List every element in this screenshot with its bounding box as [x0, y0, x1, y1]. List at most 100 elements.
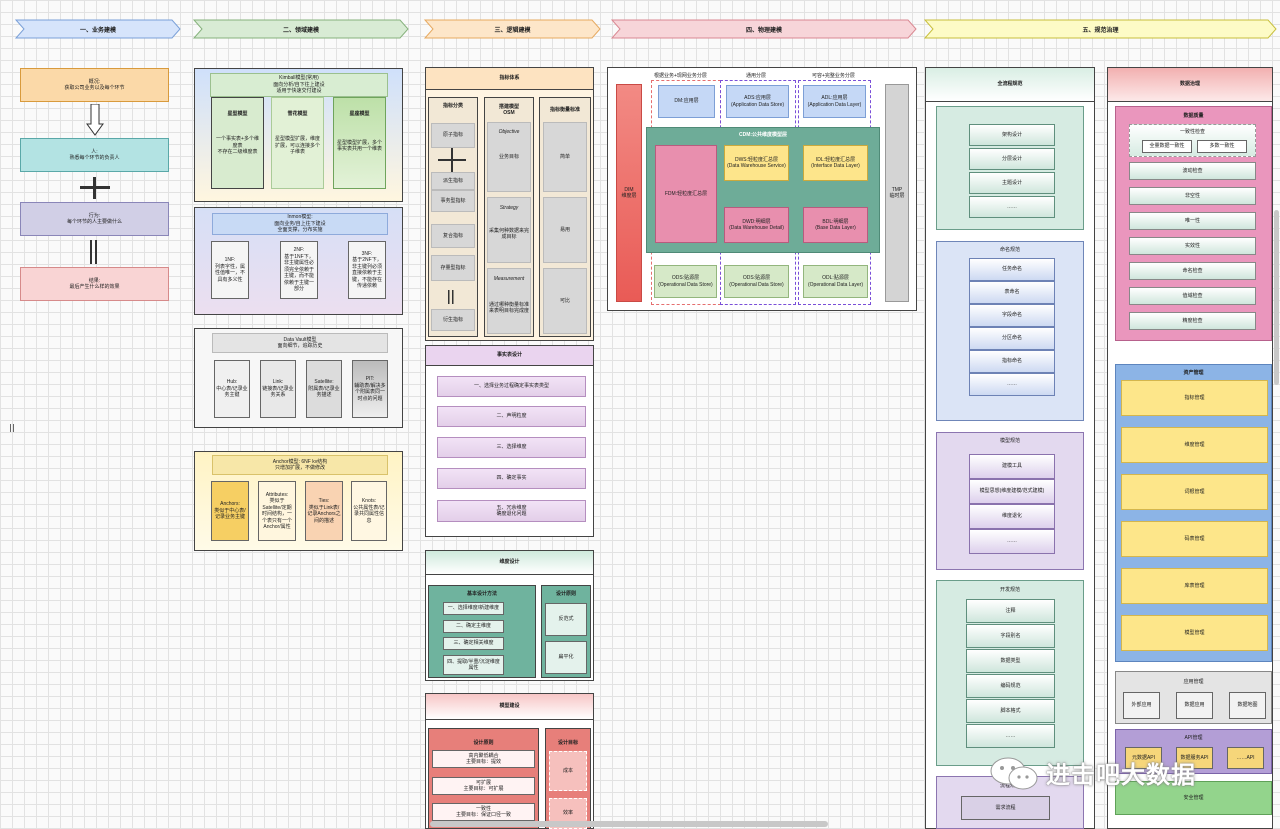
- dm-layer: DM:应用层: [658, 85, 715, 118]
- stock-metric: 存量型指标: [431, 255, 475, 281]
- biz-overview: 概况: 获取公司业务以及每个环节: [20, 68, 169, 102]
- alist-item: 词根管理: [1121, 474, 1268, 510]
- watermark-text: 进击吧大数据: [1046, 762, 1196, 789]
- security-management: 安全管理: [1115, 781, 1272, 815]
- horizontal-scrollbar[interactable]: [430, 821, 828, 827]
- g1-item: 架构设计: [969, 124, 1055, 146]
- g2-item: 表命名: [969, 281, 1055, 304]
- ods-layer-1: ODS:贴源层 (Operational Data Store): [654, 265, 717, 298]
- anchor-attributes: Attributes: 类似于Satellite/定期时间结构，一个表只有一个A…: [258, 481, 296, 541]
- composite-metric: 复合指标: [431, 224, 475, 248]
- dim-step-4: 四、提取/半重/沉淀维度属性: [443, 655, 504, 675]
- ads-layer: ADS:应用层 (Application Data Store): [726, 85, 789, 118]
- odl-layer: ODL:贴源层 (Operational Data Layer): [803, 265, 868, 298]
- alist-item: 模型管理: [1121, 615, 1268, 651]
- qlist-item: 值域检查: [1129, 287, 1256, 305]
- inmon-2nf: 2NF: 基于1NF下，非主键属性必须完全依赖于主键，而不能依赖于主键一部分: [280, 241, 318, 299]
- naming-title: 命名规范: [999, 246, 1020, 253]
- snow-model-label: 雪花模型: [287, 110, 308, 117]
- metric-col3-title: 指标衡量标准: [549, 106, 580, 113]
- g2-item: 任务命名: [969, 258, 1055, 281]
- dim-step-3: 三、确定相关维度: [443, 637, 504, 650]
- strategy-desc: 采集何种数据来完成目标: [488, 227, 529, 241]
- objective-desc: 业务目标: [498, 153, 519, 160]
- qlist-item: 波动检查: [1129, 162, 1256, 180]
- qlist-item: 唯一性: [1129, 212, 1256, 230]
- header-logic: 三、逻辑建模: [494, 27, 531, 34]
- model-goal-title: 设计目标: [557, 739, 578, 746]
- g2-item: ……: [969, 373, 1055, 396]
- idl-layer: IDL:轻粒度汇总层 (Interface Data Layer): [803, 145, 868, 181]
- datavault-title: Data Vault模型 面向细节，追踪历史: [212, 333, 388, 353]
- g2-item: 字段命名: [969, 304, 1055, 327]
- kimball-title: Kimball模型(常用) 面向分析/自下往上建设 适用于快速交付建设: [210, 73, 388, 97]
- vertical-scrollbar[interactable]: [1274, 210, 1279, 385]
- alist-item: 维度管理: [1121, 427, 1268, 463]
- principle-consistency: 一致性 主要目标：保证口径一致: [432, 803, 535, 821]
- g4-item: 脚本格式: [966, 699, 1055, 723]
- model-title: 模型建设: [426, 694, 593, 720]
- fdm-layer: FDM:轻粒度汇总层: [655, 145, 717, 243]
- down-arrow-icon: [86, 104, 104, 136]
- g4-item: 编码规范: [966, 674, 1055, 698]
- qlist-item: 精度检查: [1129, 312, 1256, 330]
- criteria-comparable: 可比: [543, 268, 587, 334]
- osm-objective: [487, 122, 531, 192]
- metric-col2-title: 搭建模型 OSM: [498, 103, 519, 117]
- app-datamap: 数据地图: [1229, 692, 1266, 719]
- g4-item: ……: [966, 724, 1055, 748]
- spec-title: 全流程规范: [926, 68, 1094, 102]
- vault-link: Link: 链接表/记录业务关系: [260, 360, 296, 418]
- biz-action: 行为: 每个环节的人主要做什么: [20, 202, 169, 236]
- layer-group-label-3: 可容+完整业务分层: [812, 73, 855, 79]
- flow-spec-title: 流程规范: [999, 782, 1020, 789]
- g4-item: 数据类型: [966, 649, 1055, 673]
- qlist-item: 实效性: [1129, 237, 1256, 255]
- alist-item: 码表管理: [1121, 521, 1268, 557]
- criteria-usable: 易用: [543, 197, 587, 263]
- header-governance: 五、规范治理: [1082, 27, 1119, 34]
- inmon-title: Inmon模型: 面向业务/自上往下建设 全面支撑，分布实施: [212, 213, 388, 235]
- goal-cost: 成本: [549, 751, 587, 791]
- derivative-metric: 衍生指标: [431, 309, 475, 331]
- fact-step-1: 一、选择业务过程确定事实表类型: [437, 376, 586, 397]
- dim-rule-flatten: 扁平化: [545, 641, 587, 674]
- vault-hub: Hub: 中心表/记录业务主键: [214, 360, 250, 418]
- model-spec-title: 模型规范: [999, 437, 1020, 444]
- snow-model-desc: 星型模型扩展，维度扩展，可以连接多个子维表: [274, 136, 320, 156]
- g3-item: 模型思想(维度建模/范式建模): [969, 479, 1055, 504]
- constellation-model: [333, 97, 386, 189]
- panel-resize-handle[interactable]: [10, 424, 14, 432]
- anchor-anchors: Anchors: 类似于中心表/记录业务主键: [211, 481, 249, 541]
- constellation-model-desc: 星型模型扩展，多个事实表共用一个维表: [336, 139, 382, 153]
- g4-item: 字段别名: [966, 624, 1055, 648]
- app-external: 外部应用: [1123, 692, 1160, 719]
- app-data: 数据应用: [1176, 692, 1213, 719]
- fact-step-3: 三、选择维度: [437, 437, 586, 458]
- header-domain: 二、领域建模: [282, 27, 319, 34]
- wechat-logo-icon: [990, 757, 1038, 790]
- principle-cohesion: 高内聚低耦合 主要目标：提效: [432, 750, 535, 768]
- layer-group-label-1: 根据业务+现网业务分层: [654, 73, 707, 79]
- quality-title: 数据质量: [1183, 112, 1204, 119]
- vault-satellite: Satellite: 附属表/记录业务描述: [306, 360, 342, 418]
- api-metadata: 元数据API: [1125, 747, 1162, 769]
- snow-model: [271, 97, 324, 189]
- inmon-1nf: 1NF: 列表字性，属性值唯一，不具有多义性: [211, 241, 249, 299]
- fact-title: 事实表设计: [426, 346, 593, 366]
- g1-item: 分层设计: [969, 148, 1055, 170]
- equals-icon: [448, 290, 454, 304]
- anchor-knots: Knots: 公共属性表/记录共同属性信息: [351, 481, 387, 541]
- dim-method-title: 基本设计方法: [466, 590, 497, 597]
- api-other: ……API: [1227, 747, 1264, 769]
- equals-icon: [90, 240, 97, 264]
- asset-title: 资产管理: [1183, 369, 1204, 376]
- osm-strategy: [487, 197, 531, 263]
- vault-pit: PIT: 辅助表/解决多个附属表同一时点的问题: [352, 360, 388, 418]
- alist-item: 指标管理: [1121, 380, 1268, 416]
- consistency-title: 一致性检查: [1179, 128, 1205, 135]
- metric-col1-title: 指标分类: [442, 102, 463, 109]
- constellation-model-label: 星座模型: [349, 110, 370, 117]
- measurement-desc: 通过哪种衡量标准来表明目标完成度: [488, 301, 529, 315]
- fact-step-4: 四、确定事实: [437, 468, 586, 489]
